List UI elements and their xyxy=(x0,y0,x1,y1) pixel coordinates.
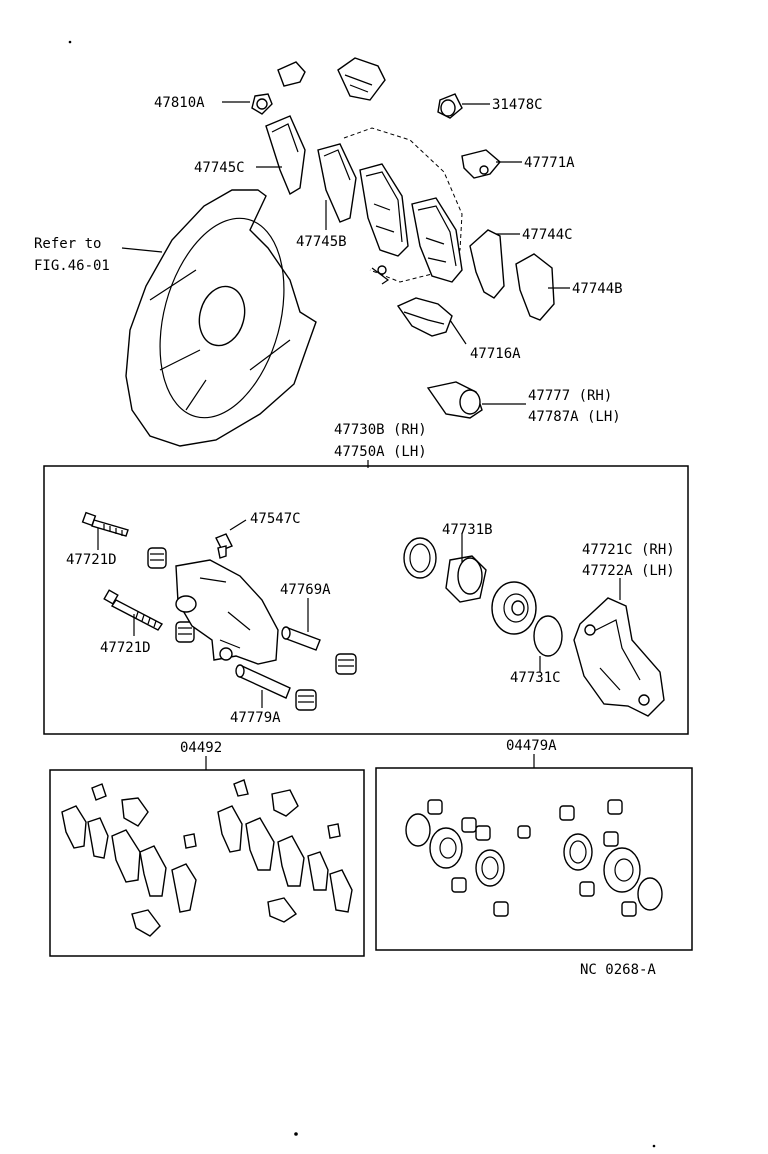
label-47745C: 47745C xyxy=(194,160,245,176)
label-47744B: 47744B xyxy=(572,281,623,297)
kit-04479A-box xyxy=(375,767,693,951)
label-47777: 47777 (RH) xyxy=(528,388,612,404)
shim-47744B-icon xyxy=(515,253,555,321)
disc-dust-shield-icon xyxy=(125,189,317,447)
bushing-31478C-icon xyxy=(437,93,463,119)
label-kit-04492: 04492 xyxy=(180,740,222,756)
label-kit-04479A: 04479A xyxy=(506,738,557,754)
shim-47745C-icon xyxy=(265,115,306,196)
bolt-47810A-icon xyxy=(251,93,273,115)
label-47750A: 47750A (LH) xyxy=(334,444,427,460)
label-47779A: 47779A xyxy=(230,710,281,726)
brake-pad-outer-icon xyxy=(411,197,463,283)
label-47721C: 47721C (RH) xyxy=(582,542,675,558)
kit-04492-parts xyxy=(61,779,353,937)
piston-bearing-icon xyxy=(491,581,537,635)
label-47721D-b: 47721D xyxy=(100,640,151,656)
label-47769A: 47769A xyxy=(280,582,331,598)
clip-47716A-icon xyxy=(396,297,453,337)
boot-pin-icon xyxy=(335,653,357,675)
mounting-bracket-icon xyxy=(573,597,665,717)
label-47722A: 47722A (LH) xyxy=(582,563,675,579)
bolt-47721D-lower-icon xyxy=(103,589,164,631)
caliper-assembly-box xyxy=(43,465,689,735)
pin-47769A-icon xyxy=(281,626,321,651)
pin-47779A-icon xyxy=(235,664,291,699)
label-47731B: 47731B xyxy=(442,522,493,538)
kit-04479A-parts xyxy=(405,799,663,917)
caliper-body-icon xyxy=(175,559,279,665)
bolt-47721D-upper-icon xyxy=(81,511,129,537)
speck-2 xyxy=(294,1132,298,1136)
shim-47745B-icon xyxy=(317,143,357,223)
boot-lower-icon xyxy=(175,621,195,643)
label-47787A: 47787A (LH) xyxy=(528,409,621,425)
label-47730B: 47730B (RH) xyxy=(334,422,427,438)
label-47745B: 47745B xyxy=(296,234,347,250)
label-47771A: 47771A xyxy=(524,155,575,171)
label-refer-line2: FIG.46-01 xyxy=(34,258,110,274)
label-31478C: 31478C xyxy=(492,97,543,113)
wear-sensor-icon xyxy=(426,381,483,419)
clip-47771A-icon xyxy=(461,149,501,179)
label-47744C: 47744C xyxy=(522,227,573,243)
piston-icon xyxy=(445,555,487,603)
label-47547C: 47547C xyxy=(250,511,301,527)
o-ring-47731C-icon xyxy=(533,615,563,657)
speck-3 xyxy=(652,1144,656,1148)
label-47716A: 47716A xyxy=(470,346,521,362)
label-47810A: 47810A xyxy=(154,95,205,111)
anti-rattle-clip-top xyxy=(277,57,386,101)
piston-seal-ring-icon xyxy=(403,537,437,579)
label-47731C: 47731C xyxy=(510,670,561,686)
figure-code: NC 0268-A xyxy=(580,962,656,978)
brake-pad-inner-icon xyxy=(359,163,409,257)
boot-upper-icon xyxy=(147,547,167,569)
kit-04492-box xyxy=(49,769,365,957)
label-refer-line1: Refer to xyxy=(34,236,101,252)
boot-47779A-icon xyxy=(295,689,317,711)
bleeder-47547C-icon xyxy=(215,533,233,559)
speck-1 xyxy=(68,40,72,44)
label-47721D-a: 47721D xyxy=(66,552,117,568)
caliper-outline xyxy=(343,127,463,283)
shim-47744C-icon xyxy=(469,229,505,299)
